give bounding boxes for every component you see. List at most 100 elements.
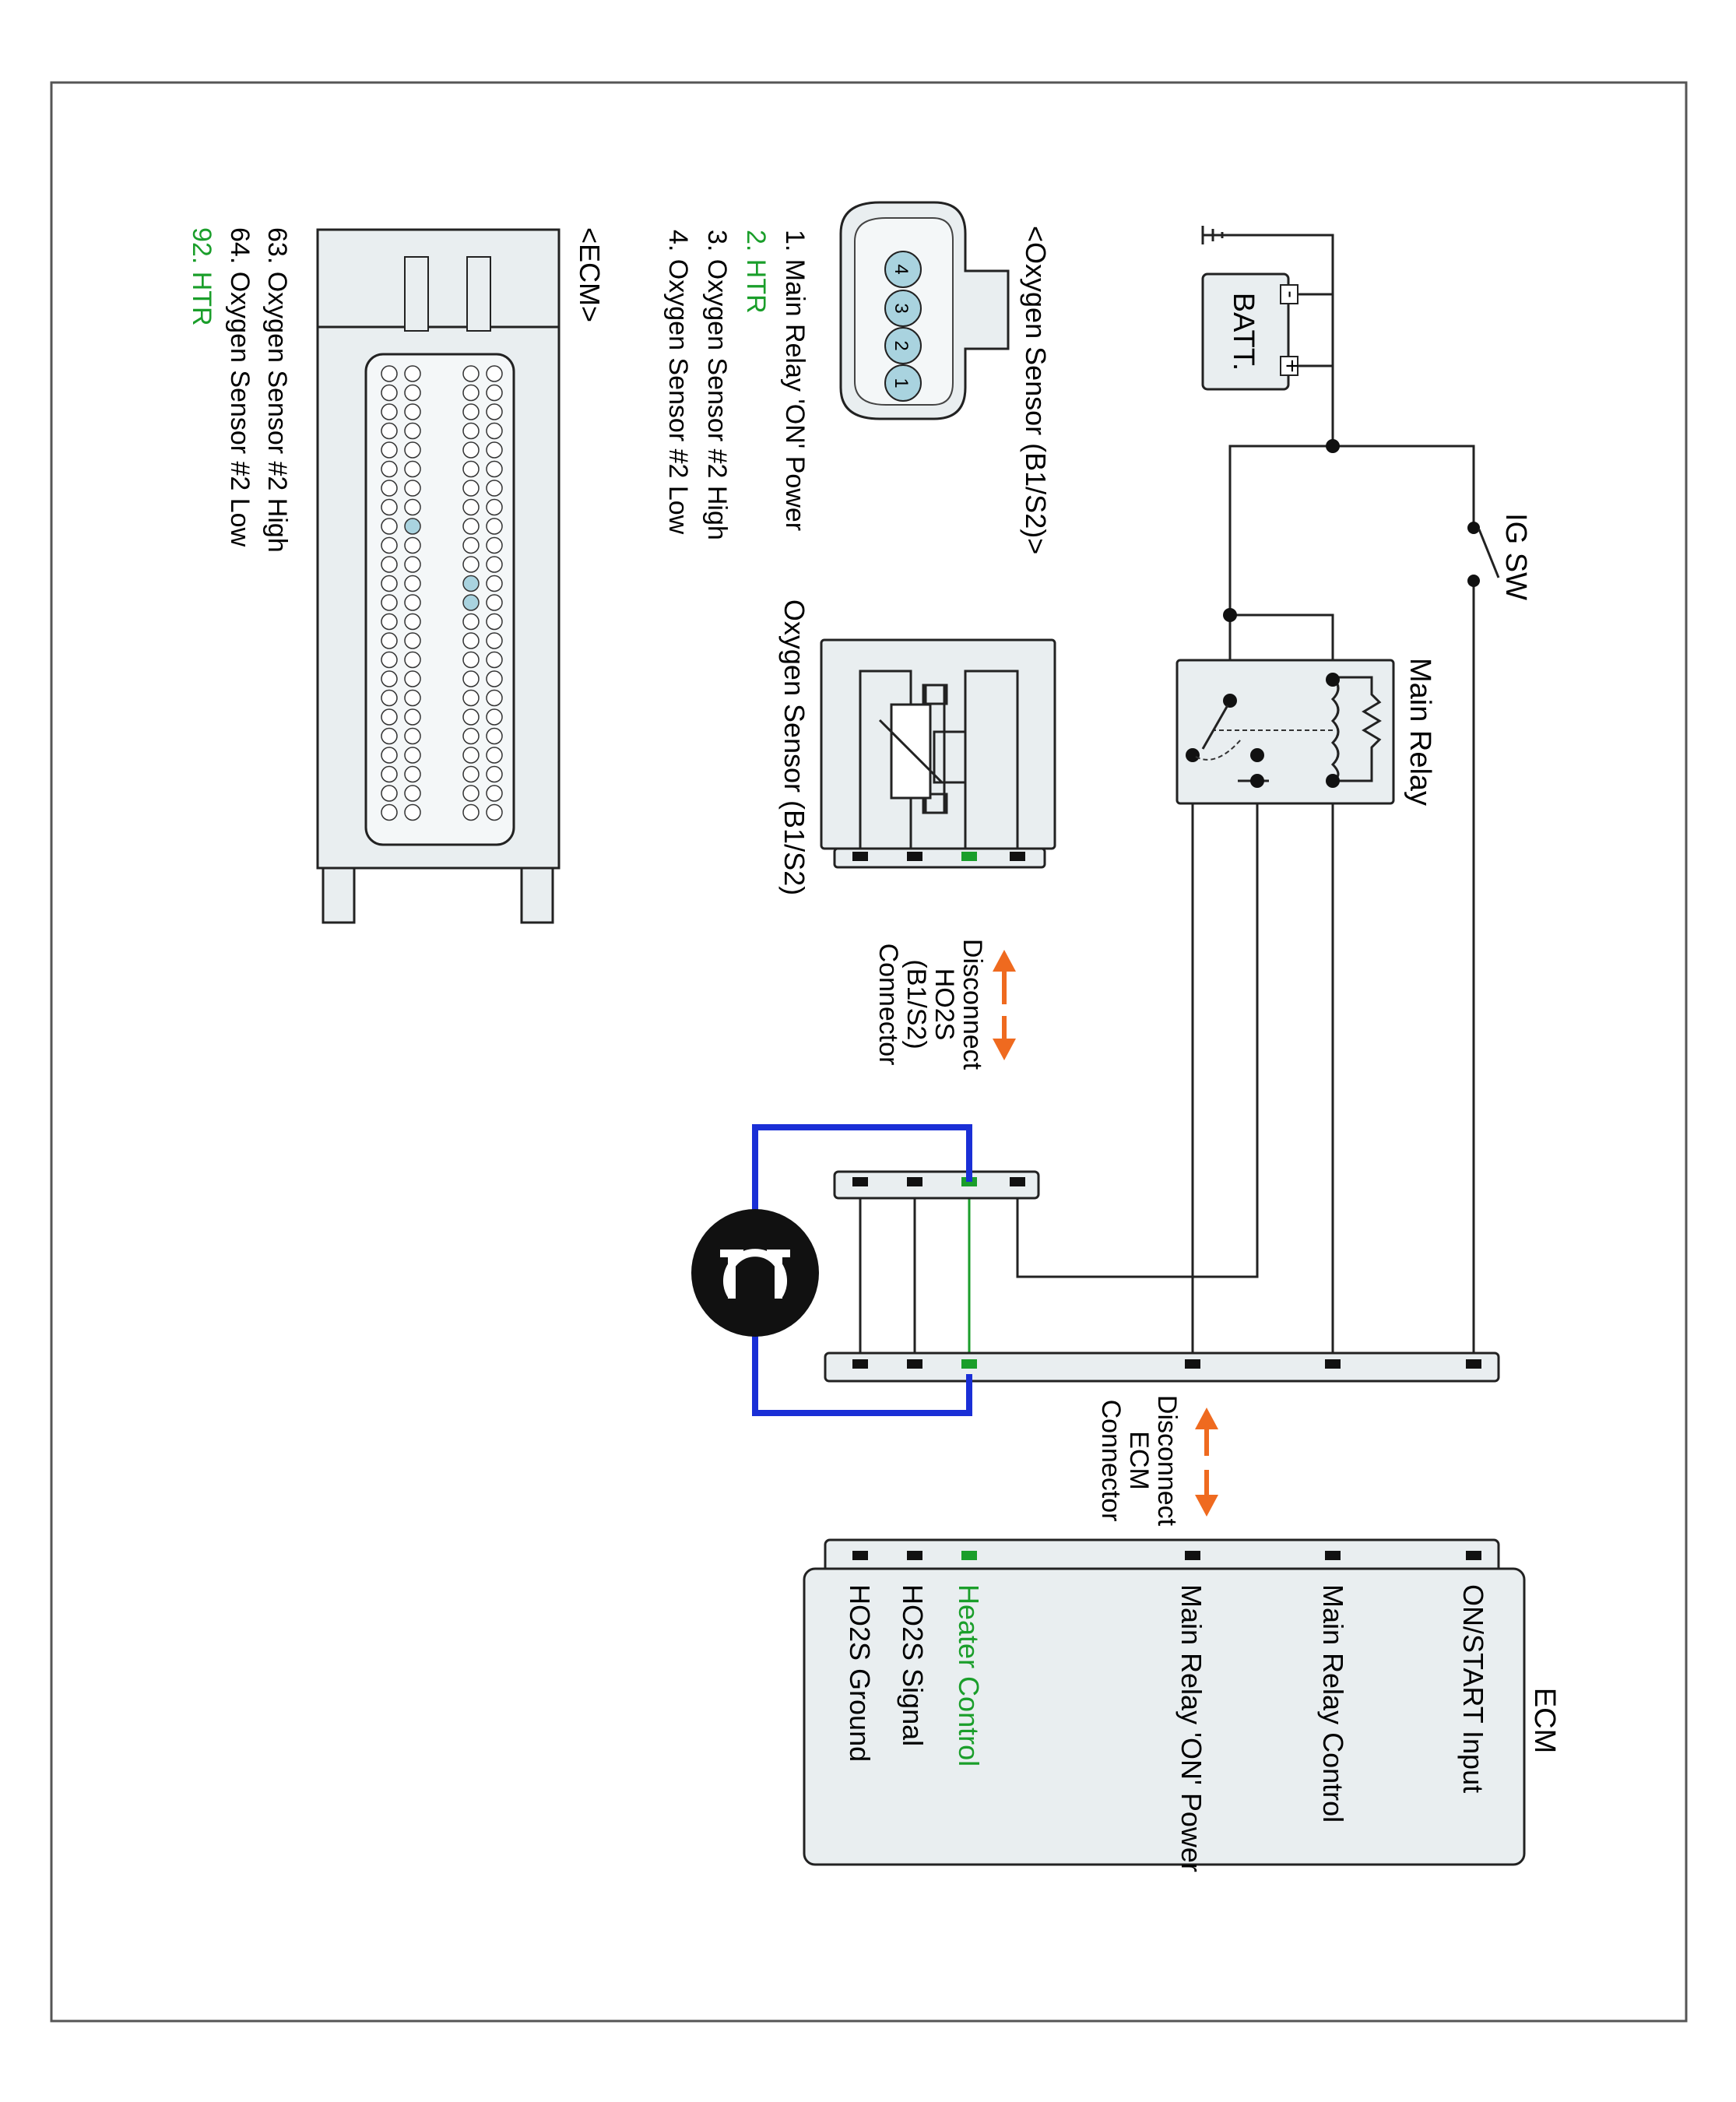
battery-minus-label: - bbox=[1279, 290, 1303, 297]
ecm-connector-pin bbox=[462, 460, 480, 478]
ecm-connector-pin bbox=[404, 670, 421, 687]
ohmmeter-icon[interactable] bbox=[691, 1209, 819, 1337]
ecm-connector-pin bbox=[404, 480, 421, 497]
ecm-connector-pin bbox=[486, 556, 503, 573]
ecm-connector-pin bbox=[404, 651, 421, 669]
battery-label: BATT. bbox=[1227, 293, 1260, 371]
connector-pin bbox=[884, 327, 922, 364]
ecm-connector-pin bbox=[381, 422, 398, 440]
sensor-title: Oxygen Sensor (B1/S2) bbox=[778, 599, 810, 895]
ecm-connector-pin bbox=[404, 498, 421, 516]
connector-pin bbox=[884, 364, 922, 402]
disconnect-ho2s-indicator: Disconnect HO2S (B1/S2) Connector bbox=[873, 939, 1016, 1070]
arrow-icon bbox=[993, 950, 1016, 1060]
sensor-pin-label-2: 2. HTR bbox=[741, 230, 771, 314]
disconnect-ecm-line-3: Connector bbox=[1096, 1400, 1126, 1522]
ecm-connector-pin bbox=[486, 727, 503, 745]
ecm-connector-pin bbox=[381, 518, 398, 535]
ecm-connector-pin bbox=[486, 765, 503, 783]
ecm-connector-pin bbox=[462, 689, 480, 707]
ecm-connector-pin bbox=[404, 422, 421, 440]
ecm-connector-pin bbox=[404, 747, 421, 764]
ecm-connector-pin bbox=[381, 708, 398, 726]
ecm-connector-pin bbox=[381, 727, 398, 745]
ecm-title: ECM bbox=[1528, 1688, 1561, 1753]
ecm-connector-pin bbox=[404, 384, 421, 402]
ecm-connector-pin bbox=[381, 765, 398, 783]
ecm-connector-pin bbox=[486, 403, 503, 420]
ecm-connector-pin bbox=[404, 594, 421, 611]
ecm-connector-pin bbox=[404, 518, 421, 535]
arrow-icon bbox=[1195, 1408, 1218, 1517]
ecm-connector-pin bbox=[462, 403, 480, 420]
oxygen-sensor: Oxygen Sensor (B1/S2) bbox=[778, 599, 1056, 895]
ecm-connector-pin bbox=[462, 765, 480, 783]
ecm-connector-pin bbox=[462, 384, 480, 402]
ecm-connector-pin bbox=[404, 536, 421, 554]
disconnect-ho2s-line-1: Disconnect bbox=[958, 939, 987, 1070]
ecm-connector-pin bbox=[381, 632, 398, 649]
ecm-connector-pin bbox=[486, 670, 503, 687]
ecm-connector-pin bbox=[462, 670, 480, 687]
ecm-connector-pin bbox=[462, 632, 480, 649]
ecm-connector-pin bbox=[404, 689, 421, 707]
ecm-connector-pin bbox=[381, 384, 398, 402]
ecm-connector-pin bbox=[486, 441, 503, 459]
ecm-connector-pin bbox=[486, 460, 503, 478]
ecm-conn-pin-label-3: 92. HTR bbox=[187, 227, 216, 326]
ecm-connector-pin bbox=[486, 708, 503, 726]
ecm-connector-face: <ECM> 63. Oxygen Sensor #2 High 64. Oxyg… bbox=[187, 227, 606, 924]
ecm-connector-pin bbox=[381, 613, 398, 631]
ecm-conn-pin-label-2: 64. Oxygen Sensor #2 Low bbox=[225, 227, 255, 547]
ho2s-harness-connector[interactable] bbox=[833, 1170, 1040, 1200]
sensor-pin-label-3: 3. Oxygen Sensor #2 High bbox=[702, 230, 732, 540]
battery-plus-label: + bbox=[1279, 359, 1305, 373]
ecm-connector-pin bbox=[381, 403, 398, 420]
ecm-connector-pin bbox=[381, 651, 398, 669]
ecm-connector-pin bbox=[381, 689, 398, 707]
ecm-connector-pin bbox=[462, 785, 480, 802]
ecm-harness-connector[interactable] bbox=[824, 1352, 1500, 1383]
ecm-pin-label-3: Main Relay 'ON' Power bbox=[1175, 1584, 1207, 1872]
sensor-connector-title: <Oxygen Sensor (B1/S2)> bbox=[1020, 226, 1052, 554]
ecm-connector-pin bbox=[404, 460, 421, 478]
ground-symbol bbox=[1201, 226, 1224, 244]
ecm-connector-pin bbox=[486, 365, 503, 382]
ecm-connector-pin bbox=[486, 518, 503, 535]
ecm-connector-pin bbox=[404, 632, 421, 649]
ecm-connector-pin bbox=[462, 536, 480, 554]
ecm-connector-pin bbox=[462, 594, 480, 611]
ecm-connector-pin bbox=[486, 613, 503, 631]
ecm-pin-label-4: Heater Control bbox=[953, 1584, 985, 1766]
ecm-connector-pin bbox=[486, 536, 503, 554]
ecm-connector-pin bbox=[462, 747, 480, 764]
sensor-pin-label-1: 1. Main Relay 'ON' Power bbox=[780, 230, 810, 531]
ecm-connector-pin bbox=[404, 575, 421, 592]
ecm-pin-label-5: HO2S Signal bbox=[897, 1584, 929, 1746]
ecm-connector-pin bbox=[486, 422, 503, 440]
ecm-connector-pin bbox=[462, 480, 480, 497]
ecm-connector-pin bbox=[462, 422, 480, 440]
disconnect-ecm-line-2: ECM bbox=[1124, 1431, 1154, 1490]
ecm-connector-pin bbox=[404, 803, 421, 821]
ig-sw-label: IG SW bbox=[1499, 513, 1532, 600]
ecm-connector-pin bbox=[462, 727, 480, 745]
ecm-connector-pin bbox=[486, 785, 503, 802]
ecm-connector-pin bbox=[462, 365, 480, 382]
ecm-connector-pin bbox=[486, 803, 503, 821]
ecm-connector-pin bbox=[462, 518, 480, 535]
ecm-connector-pin bbox=[381, 803, 398, 821]
pin-number-1: 1 bbox=[891, 378, 912, 388]
sensor-pin-label-4: 4. Oxygen Sensor #2 Low bbox=[663, 230, 693, 535]
ignition-switch[interactable]: IG SW bbox=[1467, 513, 1532, 600]
disconnect-ecm-indicator: Disconnect ECM Connector bbox=[1096, 1395, 1218, 1527]
connector-pin bbox=[884, 251, 922, 288]
ecm-pin-label-1: ON/START Input bbox=[1457, 1584, 1489, 1793]
disconnect-ho2s-line-3: (B1/S2) bbox=[901, 959, 931, 1049]
ecm-connector-pin bbox=[381, 594, 398, 611]
ecm-connector-pin bbox=[462, 651, 480, 669]
ecm-connector-pin bbox=[462, 441, 480, 459]
ecm-connector-pin bbox=[381, 556, 398, 573]
ecm-connector-pin bbox=[486, 498, 503, 516]
